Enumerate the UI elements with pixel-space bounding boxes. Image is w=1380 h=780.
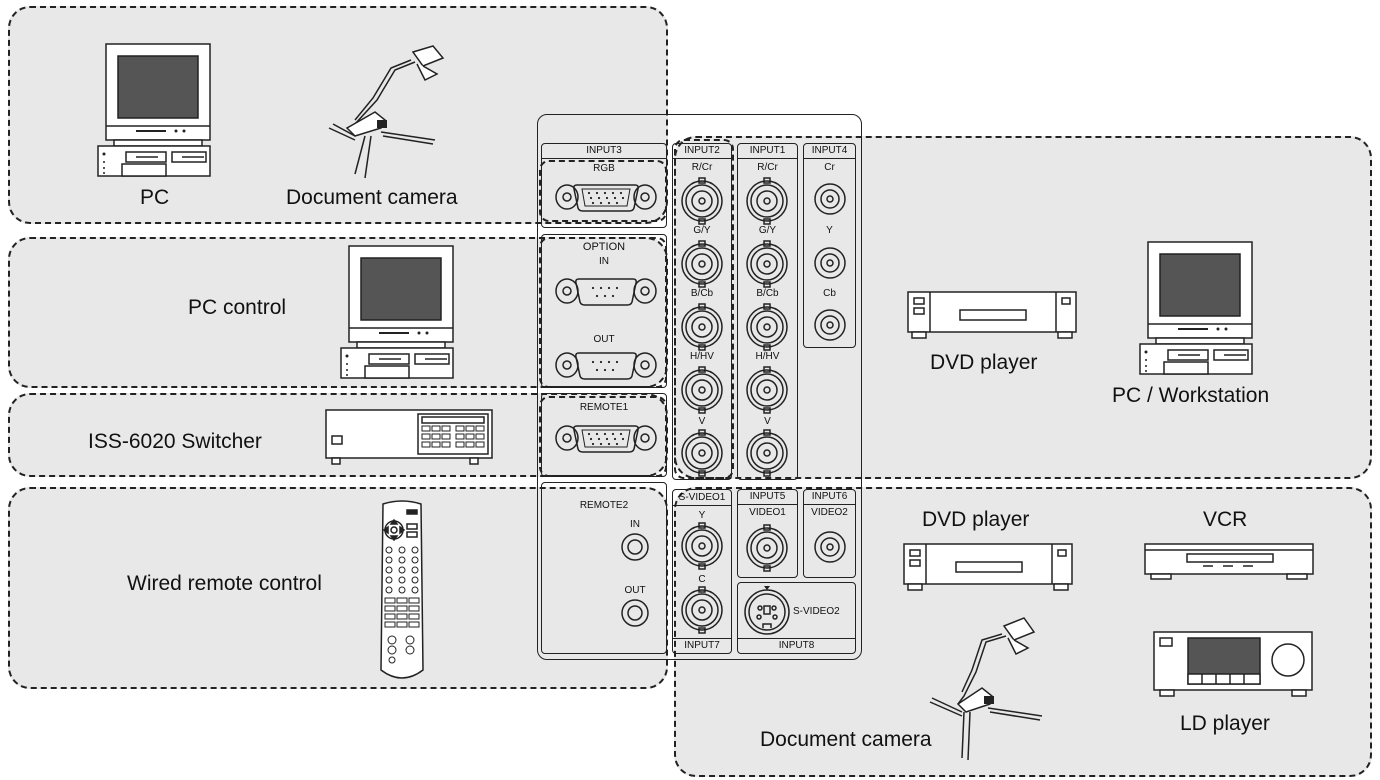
switcher-label: ISS-6020 Switcher xyxy=(88,430,262,453)
input1-label: INPUT1 xyxy=(749,145,786,156)
remote2-label: REMOTE2 xyxy=(579,500,629,511)
panel-input2-box xyxy=(672,143,732,480)
dvd-player-right-icon xyxy=(907,291,1077,339)
input8-divider xyxy=(737,638,856,639)
input2-bnc-connectors xyxy=(681,177,723,477)
input8-label: INPUT8 xyxy=(778,640,815,651)
pc-label: PC xyxy=(140,186,170,209)
video1-bnc-connector xyxy=(746,524,788,572)
input2-v-label: V xyxy=(698,416,706,427)
pc-workstation-label: PC / Workstation xyxy=(1112,384,1270,407)
remote-control-icon xyxy=(380,500,424,679)
input1-hhv-label: H/HV xyxy=(755,351,780,362)
panel-input7-box xyxy=(672,489,732,654)
wired-remote-label: Wired remote control xyxy=(127,572,322,595)
remote2-in-label: IN xyxy=(630,519,640,530)
input2-label: INPUT2 xyxy=(684,145,720,156)
option-label: OPTION xyxy=(582,241,626,253)
input1-gy-label: G/Y xyxy=(758,225,777,236)
pc-control-icon xyxy=(340,245,454,379)
panel-input4-box xyxy=(803,143,856,348)
projector-panel xyxy=(537,114,862,660)
ld-player-label: LD player xyxy=(1180,712,1270,735)
dvd-player-bottom-icon xyxy=(903,543,1073,591)
video2-label: VIDEO2 xyxy=(811,507,848,518)
video2-rca-connector xyxy=(814,531,846,563)
remote1-highlight xyxy=(539,396,667,477)
remote2-in-jack xyxy=(621,533,649,561)
video1-label: VIDEO1 xyxy=(749,507,786,518)
vcr-icon xyxy=(1144,543,1314,580)
panel-remote2-box xyxy=(541,482,667,654)
svideo1-y-label: Y xyxy=(698,510,706,521)
document-camera-bottom-label: Document camera xyxy=(760,728,932,751)
remote2-out-label: OUT xyxy=(624,585,646,596)
panel-input1-box xyxy=(737,143,798,480)
dvd-player-bottom-label: DVD player xyxy=(922,508,1030,531)
svideo1-c-label: C xyxy=(698,574,706,585)
input5-label: INPUT5 xyxy=(749,491,786,502)
input7-label: INPUT7 xyxy=(684,640,720,651)
document-camera-icon xyxy=(328,45,445,179)
svideo1-divider xyxy=(672,505,732,506)
input1-v-label: V xyxy=(764,416,771,427)
input1-bnc-connectors xyxy=(746,177,788,477)
rgb-inputs-highlight xyxy=(674,139,734,479)
switcher-icon xyxy=(325,409,493,465)
svideo1-label: S-VIDEO1 xyxy=(678,492,726,503)
input1-bcb-label: B/Cb xyxy=(756,288,779,299)
svideo1-bnc-connectors xyxy=(681,522,723,634)
input1-rcr-label: R/Cr xyxy=(757,162,778,173)
input3-highlight xyxy=(539,160,667,222)
input7-divider xyxy=(672,638,732,639)
svideo2-label: S-VIDEO2 xyxy=(793,606,840,617)
input6-divider xyxy=(803,504,856,505)
rgb-label: RGB xyxy=(593,163,615,174)
remote1-dsub-connector xyxy=(555,425,657,453)
input4-rca-connectors xyxy=(814,183,846,341)
svideo2-connector xyxy=(744,586,790,635)
input6-label: INPUT6 xyxy=(811,491,848,502)
group-wired-remote xyxy=(8,487,668,689)
input4-cb-label: Cb xyxy=(823,288,836,299)
option-out-dsub-connector xyxy=(555,352,657,380)
input1-divider xyxy=(737,158,798,159)
input2-bcb-label: B/Cb xyxy=(690,288,714,299)
input3-label: INPUT3 xyxy=(586,145,622,156)
dvd-player-right-label: DVD player xyxy=(930,351,1038,374)
panel-input6-box xyxy=(803,489,856,578)
document-camera-top-label: Document camera xyxy=(286,186,458,209)
document-camera-bottom-icon xyxy=(929,617,1043,761)
input2-gy-label: G/Y xyxy=(693,225,711,236)
input5-divider xyxy=(737,504,798,505)
input2-rcr-label: R/Cr xyxy=(691,162,713,173)
panel-input5-box xyxy=(737,489,798,578)
input4-divider xyxy=(803,158,856,159)
input3-divider xyxy=(541,158,667,159)
remote1-label: REMOTE1 xyxy=(579,402,629,413)
input4-cr-label: Cr xyxy=(824,162,835,173)
input4-label: INPUT4 xyxy=(811,145,848,156)
pc-icon xyxy=(97,43,211,177)
input4-y-label: Y xyxy=(826,225,833,236)
input2-divider xyxy=(672,158,732,159)
option-highlight xyxy=(539,237,667,388)
option-out-label: OUT xyxy=(593,334,615,345)
option-in-label: IN xyxy=(599,256,609,267)
pc-control-label: PC control xyxy=(188,296,287,319)
input2-hhv-label: H/HV xyxy=(690,351,714,362)
vcr-label: VCR xyxy=(1203,508,1248,531)
panel-input8-box xyxy=(737,582,856,654)
ld-player-icon xyxy=(1153,631,1313,697)
group-pc-control xyxy=(8,237,668,388)
pc-workstation-icon xyxy=(1139,241,1253,375)
option-in-dsub-connector xyxy=(555,278,657,306)
rgb-dsub-connector xyxy=(555,184,657,212)
remote2-out-jack xyxy=(621,599,649,627)
